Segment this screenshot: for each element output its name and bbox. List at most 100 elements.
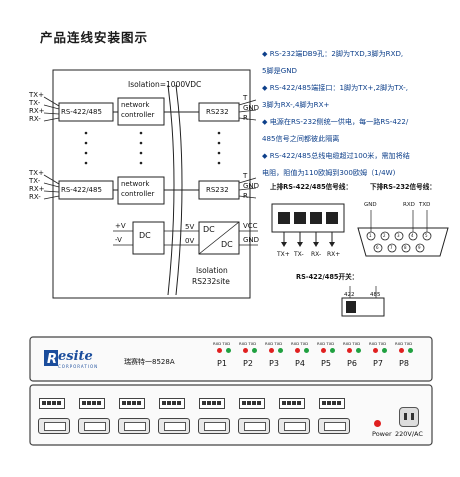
svg-text:R: R: [47, 352, 57, 367]
pin-label: TX+: [29, 91, 44, 99]
tx-led: [278, 348, 283, 353]
tx-led: [382, 348, 387, 353]
power-socket-icon[interactable]: [399, 407, 419, 427]
gnd-label: GND: [243, 236, 260, 244]
voltage-label: 5V: [185, 223, 195, 231]
diagram-frame: [52, 69, 251, 299]
pin-label: GND: [243, 104, 260, 112]
db9-port[interactable]: [318, 418, 350, 434]
db9-port[interactable]: [198, 418, 230, 434]
rx-led: [347, 348, 352, 353]
db9-pin-number: 9: [418, 245, 421, 250]
pin-label: T: [243, 94, 248, 102]
rs485-connector-title: 上排RS-422/485信号线：: [270, 183, 353, 191]
voltage-label: 0V: [185, 237, 195, 245]
connector-canvas: [271, 203, 449, 317]
note-line: 5脚是GND: [262, 66, 297, 75]
led-caption: RXD TXD: [291, 341, 309, 346]
power-label: Power: [372, 430, 392, 438]
pin-label: R: [243, 114, 248, 122]
pin-label: RX-: [29, 115, 41, 123]
port-row: [34, 390, 364, 442]
port-label: P3: [269, 359, 279, 368]
vcc-label: VCC: [243, 222, 258, 230]
rs485-terminal[interactable]: [239, 398, 265, 409]
note-line: 485信号之间都彼此隔离: [262, 134, 340, 143]
tx-led: [408, 348, 413, 353]
pin-label: RX-: [29, 193, 41, 201]
rs485-terminal[interactable]: [319, 398, 345, 409]
port-label: P7: [373, 359, 383, 368]
rx-led: [269, 348, 274, 353]
db9-port[interactable]: [158, 418, 190, 434]
rx-led: [399, 348, 404, 353]
db9-port[interactable]: [118, 418, 150, 434]
port-label: P5: [321, 359, 331, 368]
network-label: controller: [121, 111, 155, 119]
voltage-label: +V: [115, 222, 126, 230]
rs485-terminal[interactable]: [79, 398, 105, 409]
isolation-site-label: Isolation: [196, 266, 228, 275]
db9-port[interactable]: [78, 418, 110, 434]
notes-panel: ◆ RS-232端DB9孔：2脚为TXD,3脚为RXD, 5脚是GND ◆ RS…: [262, 45, 458, 181]
rs485-terminal[interactable]: [279, 398, 305, 409]
power-spec-label: 220V/AC: [395, 430, 423, 438]
voltage-label: -V: [115, 236, 122, 244]
pin-label: T: [243, 172, 248, 180]
led-caption: RXD TXD: [343, 341, 361, 346]
pin-label: GND: [243, 182, 260, 190]
note-line: 3脚为RX-,4脚为RX+: [262, 100, 330, 109]
rs485-terminal[interactable]: [199, 398, 225, 409]
tx-led: [356, 348, 361, 353]
port-label: P1: [217, 359, 227, 368]
led-caption: RXD TXD: [239, 341, 257, 346]
note-line: ◆ 电源在RS-232侧统一供电，每一路RS-422/: [262, 117, 409, 126]
db9-port[interactable]: [38, 418, 70, 434]
rs232-pin-label: GND: [364, 202, 377, 208]
brand-sub: CORPORATION: [58, 364, 99, 369]
rs485-terminal[interactable]: [119, 398, 145, 409]
rs485-pin-label: TX-: [294, 251, 304, 258]
db9-pin-number: 2: [383, 233, 386, 238]
led-caption: RXD TXD: [213, 341, 231, 346]
note-line: ◆ RS-422/485总线电缆超过100米，需加将结: [262, 151, 410, 160]
dc-label: DC: [139, 231, 151, 240]
rs485-pin-label: RX+: [327, 251, 341, 258]
rs232-label: RS232: [206, 108, 229, 116]
pin-label: TX+: [29, 169, 44, 177]
power-led: [374, 420, 381, 427]
db9-port[interactable]: [278, 418, 310, 434]
isolation-label: Isolation=1000VDC: [128, 80, 202, 89]
rs232-connector-title: 下排RS-232信号线：: [370, 183, 436, 191]
db9-pin-number: 7: [390, 245, 393, 250]
db9-pin-number: 4: [411, 233, 414, 238]
db9-port[interactable]: [238, 418, 270, 434]
rs232-label: RS232: [206, 186, 229, 194]
switch-label: 422: [344, 292, 355, 298]
note-line: ◆ RS-422/485端接口：1脚为TX+,2脚为TX-,: [262, 83, 408, 92]
tx-led: [226, 348, 231, 353]
led-caption: RXD TXD: [395, 341, 413, 346]
pin-label: TX-: [29, 99, 41, 107]
db9-pin-number: 6: [376, 245, 379, 250]
isolation-barrier: [175, 84, 183, 296]
db9-pin-number: 5: [425, 233, 428, 238]
dc-box-left: [132, 221, 165, 255]
rs485-terminal[interactable]: [39, 398, 65, 409]
rx-led: [217, 348, 222, 353]
isolation-barrier: [167, 84, 175, 296]
switch-title: RS-422/485开关：: [296, 273, 359, 281]
rx-led: [295, 348, 300, 353]
port-label: P4: [295, 359, 305, 368]
brand-logo: esite: [58, 349, 93, 364]
network-label: network: [121, 180, 150, 188]
rs485-terminal[interactable]: [159, 398, 185, 409]
rs485-label: RS-422/485: [61, 108, 102, 116]
db9-pin-number: 8: [404, 245, 407, 250]
isolation-site-label: RS232site: [192, 277, 230, 286]
